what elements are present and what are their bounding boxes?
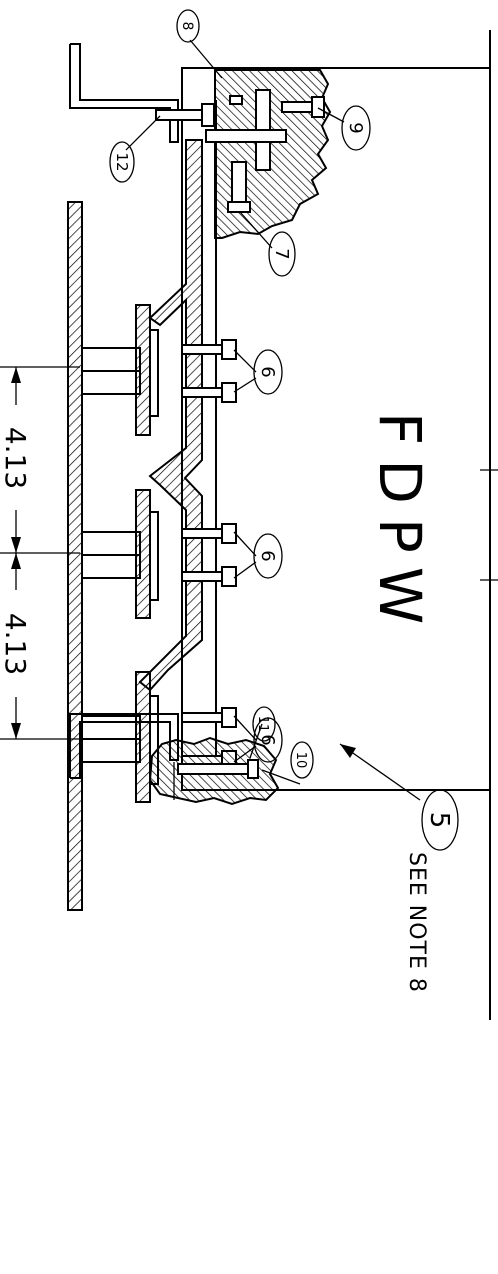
callout-7-text: 7: [271, 248, 292, 259]
dimension-text-1-group: 4.13: [0, 427, 32, 489]
callout-9: 9: [341, 105, 371, 151]
bolt-head: [221, 523, 237, 544]
callout-9-text: 9: [345, 122, 366, 133]
bolt-head: [221, 382, 237, 403]
note-group: SEE NOTE 8: [404, 852, 429, 993]
dimension-text-2-group: 4.13: [0, 613, 32, 675]
long-plate: [67, 201, 83, 911]
callout-6b: 6: [253, 533, 283, 579]
callout-10: 10: [290, 741, 314, 779]
callout-11-text: 11: [255, 716, 270, 733]
leader-lines: [125, 39, 421, 801]
housing: [181, 30, 498, 1020]
bolt: [181, 528, 223, 539]
bolt-12: [155, 109, 203, 121]
callout-7: 7: [268, 231, 296, 277]
callout-12: 12: [109, 141, 135, 183]
mount-assembly-1: [81, 304, 159, 436]
callout-5: 5: [421, 789, 459, 851]
panel-label: FDPW: [366, 412, 434, 638]
top-bracket: [69, 43, 179, 143]
bolt: [181, 571, 223, 582]
dimension-text-2: 4.13: [0, 613, 32, 675]
top-weld: [155, 69, 332, 239]
dimension-lines: [0, 366, 80, 740]
bolt: [181, 712, 223, 723]
bolt-head: [221, 566, 237, 587]
callout-12-text: 12: [113, 152, 131, 171]
bottom-weld: [148, 736, 280, 806]
callout-6b-text: 6: [257, 550, 278, 561]
bolt: [181, 344, 223, 355]
panel-label-group: FDPW: [366, 412, 434, 638]
callout-6a-text: 6: [257, 366, 278, 377]
mount-assembly-2: [81, 489, 159, 619]
callout-8: 8: [176, 9, 200, 43]
bolt: [181, 387, 223, 398]
note-text: SEE NOTE 8: [404, 852, 429, 993]
callout-11: 11: [252, 706, 276, 742]
callout-10-text: 10: [293, 752, 308, 769]
callout-8-text: 8: [179, 22, 195, 31]
mount-assembly-3: [81, 671, 159, 803]
bolt-head: [221, 707, 237, 728]
dimension-text-1: 4.13: [0, 427, 32, 489]
bolt-head: [221, 339, 237, 360]
stepped-flange: [138, 139, 203, 692]
callout-5-text: 5: [424, 812, 454, 829]
callout-6a: 6: [253, 349, 283, 395]
